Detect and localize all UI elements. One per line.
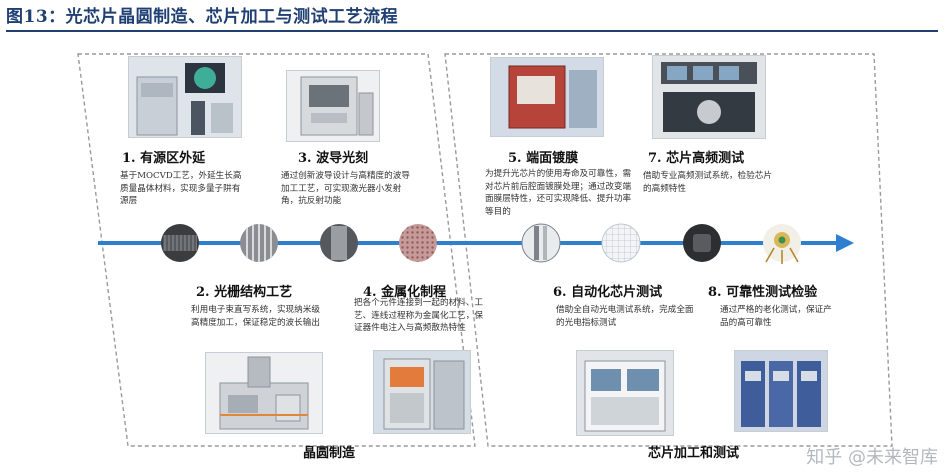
step8-laser-pins <box>765 247 799 264</box>
step8-description: 通过严格的老化测试，保证产品的高可靠性 <box>720 305 832 328</box>
high-frequency-test-drawing <box>653 56 765 138</box>
step5-sample-circle <box>521 223 561 263</box>
step7-description: 借助专业高频测试系统，检验芯片的高频特性 <box>643 171 772 194</box>
step7-title: 7. 芯片高频测试 <box>648 151 745 166</box>
ebeam-lithography-drawing <box>206 353 322 433</box>
step5-title: 5. 端面镀膜 <box>508 151 579 166</box>
step6-title: 6. 自动化芯片测试 <box>553 285 663 300</box>
wafer-manufacturing-label: 晶圆制造 <box>303 446 356 461</box>
step8-title: 8. 可靠性测试检验 <box>708 285 818 300</box>
step3-title: 3. 波导光刻 <box>298 151 369 166</box>
reliability-test-photo <box>734 350 828 432</box>
step4-sample-circle <box>399 224 437 262</box>
automated-test-drawing <box>577 351 673 435</box>
coating-equipment-photo <box>490 57 604 137</box>
step3-description: 通过创新波导设计与高精度的波导加工工艺，可实现激光器小发射角，抗反射功能 <box>281 171 410 206</box>
lithography-equipment-drawing <box>287 71 379 141</box>
step2-grating-lines <box>246 224 272 262</box>
step4-title: 4. 金属化制程 <box>363 285 447 300</box>
wafer-manufacturing-region <box>77 53 476 447</box>
mocvd-equipment-photo <box>128 56 242 138</box>
step5-description: 为提升光芯片的使用寿命及可靠性，需对芯片前后腔面镀膜处理；通过改变端面膜层特性，… <box>485 169 632 217</box>
step2-title: 2. 光栅结构工艺 <box>196 285 293 300</box>
high-frequency-test-photo <box>652 55 766 139</box>
arrow-head <box>836 234 854 252</box>
metallization-equipment-drawing <box>374 351 470 433</box>
title-rule <box>6 30 938 32</box>
coating-equipment-drawing <box>491 58 603 136</box>
ebeam-lithography-photo <box>205 352 323 434</box>
zhihu-watermark: 知乎 @未来智库 <box>806 447 938 468</box>
chip-processing-testing-label: 芯片加工和测试 <box>648 446 740 461</box>
reliability-test-drawing <box>735 351 827 431</box>
mocvd-equipment-drawing <box>129 57 241 137</box>
chip-processing-region <box>444 53 893 447</box>
step6-description: 借助全自动光电测试系统，完成全面的光电指标测试 <box>556 305 694 328</box>
metallization-equipment-photo <box>373 350 471 434</box>
lithography-equipment-photo <box>286 70 380 142</box>
step6-sample-circle <box>601 223 641 263</box>
automated-test-photo <box>576 350 674 436</box>
step4-description: 把各个元件连接到一起的材料、工艺、连线过程称为金属化工艺，保证器件电注入与高频散… <box>354 298 483 333</box>
figure-title: 图13：光芯片晶圆制造、芯片加工与测试工艺流程 <box>6 7 399 27</box>
step1-title: 1. 有源区外延 <box>122 151 206 166</box>
step1-description: 基于MOCVD工艺，外延生长高质量晶体材料，实现多量子阱有源层 <box>120 171 242 206</box>
step2-description: 利用电子束直写系统，实现纳米级高精度加工，保证稳定的波长输出 <box>191 305 320 328</box>
